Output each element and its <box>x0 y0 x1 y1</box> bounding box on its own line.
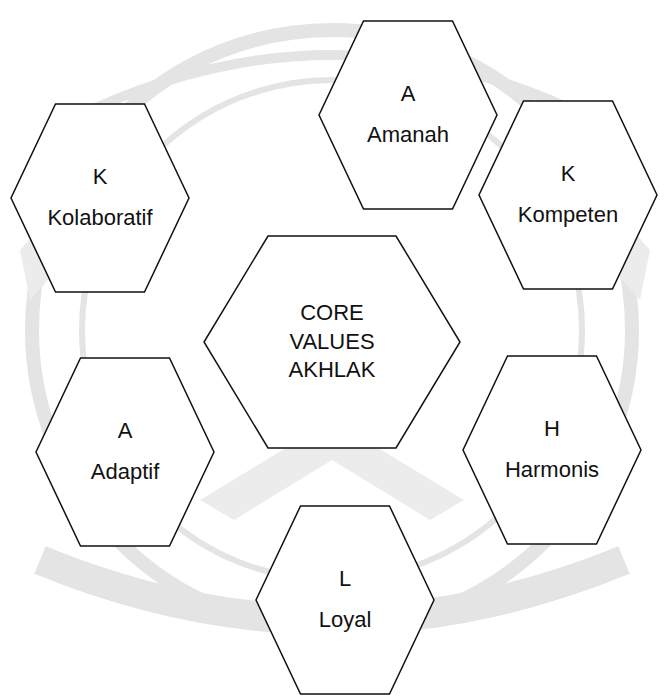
value-letter: A <box>118 417 133 446</box>
value-name: Kolaboratif <box>47 204 152 233</box>
value-letter: A <box>401 80 416 109</box>
value-name: Harmonis <box>505 456 599 485</box>
hexagon-outline <box>36 358 214 546</box>
value-letter: K <box>93 163 108 192</box>
hexagon-node: A Adaptif <box>36 358 214 546</box>
hexagon-outline <box>479 101 657 289</box>
hexagon-node: K Kolaboratif <box>11 104 189 292</box>
value-letter: H <box>544 415 560 444</box>
hexagon-node: H Harmonis <box>463 356 641 544</box>
watermark-shape <box>20 150 650 520</box>
value-name: Adaptif <box>91 458 160 487</box>
hexagon-outline <box>256 506 434 694</box>
hexagon-node: K Kompeten <box>479 101 657 289</box>
value-letter: L <box>339 565 351 594</box>
center-label: CORE VALUES AKHLAK <box>257 299 407 385</box>
hexagon-node: L Loyal <box>256 506 434 694</box>
hexagon-outline <box>319 21 497 209</box>
hexagon-node: A Amanah <box>319 21 497 209</box>
hexagon-outline <box>11 104 189 292</box>
value-letter: K <box>561 160 576 189</box>
value-name: Loyal <box>319 606 372 635</box>
value-name: Kompeten <box>518 201 618 230</box>
hexagon-outline <box>463 356 641 544</box>
value-name: Amanah <box>367 121 449 150</box>
hexagon-node: CORE VALUES AKHLAK <box>204 236 460 448</box>
